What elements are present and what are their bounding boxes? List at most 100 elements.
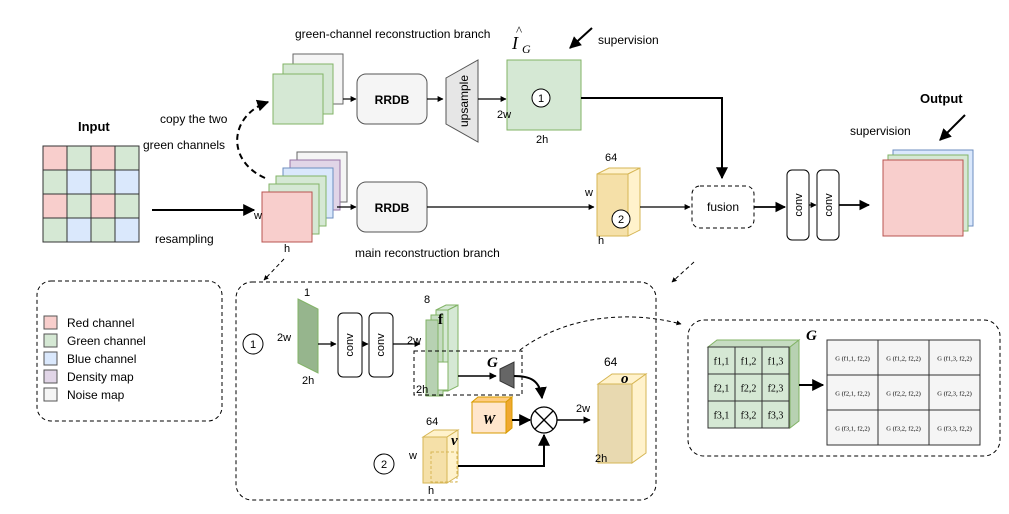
bayer-cell-red [42, 145, 68, 171]
gram-cube-label: f2,1 [714, 384, 730, 395]
main-input-stack [261, 151, 348, 243]
detail-f-h: 2h [416, 384, 428, 396]
gram-cube-label: f1,2 [741, 357, 757, 368]
svg-text:conv: conv [375, 333, 387, 357]
fusion-block: fusion [691, 185, 755, 229]
rrdb-block-main: RRDB [356, 181, 428, 233]
bayer-cell-red [90, 193, 116, 219]
detail-g-symbol: G [487, 355, 498, 371]
detail-input-plane [297, 298, 319, 374]
main-feature-c: 64 [605, 152, 617, 164]
bayer-cell-blue [66, 217, 92, 243]
gram-matrix-label: G (f2,3, f2,2) [937, 391, 971, 398]
detail-box [235, 281, 657, 501]
bayer-cell-green [114, 145, 140, 171]
main-input-h: h [284, 243, 290, 255]
gram-matrix-label: G (f2,1, f2,2) [835, 391, 869, 398]
bayer-cell-green [42, 217, 68, 243]
circle-2-badge: 2 [373, 453, 395, 475]
gram-matrix-label: G (f3,1, f2,2) [835, 426, 869, 433]
gram-matrix-cell [826, 339, 879, 376]
svg-text:RRDB: RRDB [375, 93, 410, 107]
copy-label-line2: green channels [143, 138, 225, 152]
svg-text:G: G [522, 42, 531, 56]
output-cube-o [596, 373, 648, 464]
legend-label: Green channel [67, 334, 146, 348]
detail-o-symbol: o [621, 371, 629, 387]
detail-f-symbol: f [438, 312, 444, 328]
circle-1-badge: 1 [242, 333, 264, 355]
multiply-operator [530, 406, 558, 434]
bayer-cell-blue [66, 169, 92, 195]
copy-label-line1: copy the two [160, 112, 228, 126]
detail-o-c: 64 [604, 355, 618, 369]
gram-matrix-label: G (f3,3, f2,2) [937, 426, 971, 433]
main-feature-cube: 2 [596, 167, 641, 237]
gram-cube-label: f2,2 [741, 384, 757, 395]
gram-matrix-cell [928, 409, 981, 446]
gram-matrix-cell [877, 374, 930, 411]
input-bayer-grid [42, 145, 140, 243]
w-weight-cube: W [470, 395, 514, 435]
gram-cube-cell [761, 373, 790, 402]
legend-swatch [43, 351, 58, 366]
svg-text:1: 1 [538, 93, 544, 105]
gram-matrix-cell [928, 374, 981, 411]
detail-conv-1: conv [337, 312, 363, 378]
legend-swatch [43, 333, 58, 348]
gram-matrix-cell [826, 409, 879, 446]
gram-matrix-label: G (f1,1, f2,2) [835, 356, 869, 363]
legend-box [36, 280, 223, 422]
gram-cube-cell [707, 346, 736, 375]
g-operator-shape [499, 361, 515, 389]
upsample-block: upsample [445, 59, 479, 143]
green-output-square: 1 [506, 59, 582, 131]
bayer-cell-blue [114, 217, 140, 243]
gram-cube-label: f1,3 [768, 357, 784, 368]
green-branch-title: green-channel reconstruction branch [295, 27, 490, 41]
bayer-cell-red [42, 193, 68, 219]
detail-f-c: 8 [424, 294, 430, 306]
detail-v-c: 64 [426, 416, 438, 428]
svg-text:I: I [511, 33, 519, 53]
gram-cube-cell [734, 373, 763, 402]
bayer-cell-green [90, 217, 116, 243]
rrdb-block-green: RRDB [356, 73, 428, 125]
svg-text:upsample: upsample [457, 75, 471, 127]
main-input-w: w [253, 210, 262, 222]
svg-text:RRDB: RRDB [375, 201, 410, 215]
gram-cube-label: f3,1 [714, 411, 730, 422]
svg-text:conv: conv [793, 193, 805, 217]
feature-stack-f [425, 304, 459, 397]
bayer-cell-green [90, 169, 116, 195]
main-feature-h: h [598, 235, 604, 247]
svg-text:W: W [483, 413, 497, 428]
output-label: Output [920, 91, 963, 106]
detail-v-h: h [428, 485, 434, 497]
ig-symbol: I ^ G [511, 23, 531, 56]
svg-text:conv: conv [823, 193, 835, 217]
legend-label: Density map [67, 370, 134, 384]
green-output-w: 2w [497, 109, 511, 121]
bayer-cell-blue [114, 169, 140, 195]
detail-f-w: 2w [407, 335, 421, 347]
supervision-top-label: supervision [598, 33, 659, 47]
output-rgb-stack [882, 149, 974, 237]
gram-cube-cell [761, 400, 790, 429]
detail-v-w: w [408, 450, 417, 462]
gram-matrix-label: G (f3,2, f2,2) [886, 426, 920, 433]
legend-swatch [43, 369, 58, 384]
gram-title: G [806, 328, 817, 344]
gram-matrix: G (f1,1, f2,2)G (f1,2, f2,2)G (f1,3, f2,… [826, 339, 981, 446]
gram-matrix-cell [928, 339, 981, 376]
svg-text:fusion: fusion [707, 200, 739, 214]
svg-text:1: 1 [250, 339, 256, 351]
bayer-cell-red [90, 145, 116, 171]
resampling-label: resampling [155, 232, 214, 246]
gram-box [687, 319, 1001, 457]
gram-cube-label: f3,3 [768, 411, 784, 422]
legend-swatch [43, 315, 58, 330]
legend-swatch [43, 387, 58, 402]
